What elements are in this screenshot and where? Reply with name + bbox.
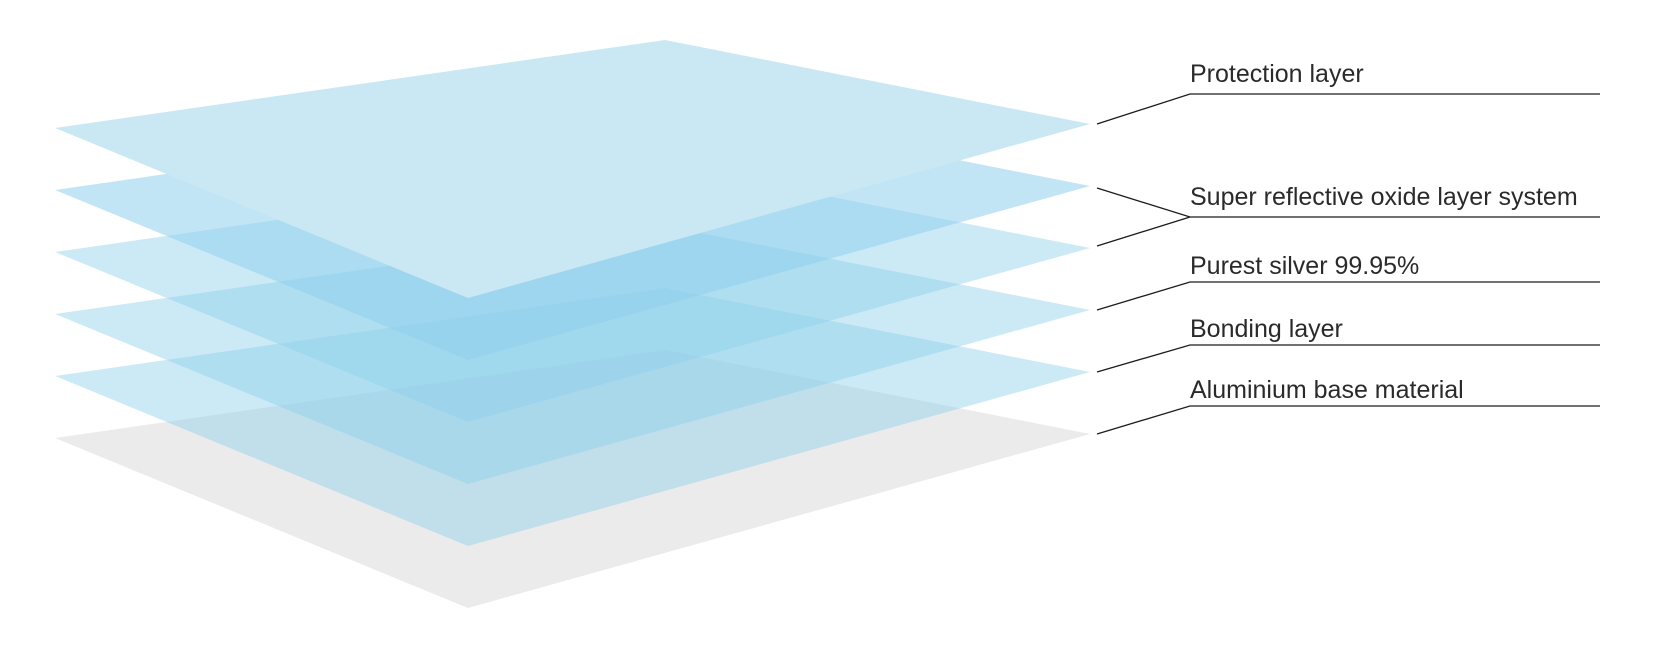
leader-aluminium — [1096, 405, 1600, 435]
leader-silver — [1096, 281, 1600, 311]
leader-lines — [1096, 93, 1600, 435]
layer-sheets — [55, 40, 1090, 608]
sheet-bonding — [55, 288, 1090, 546]
label-purest-silver: Purest silver 99.95% — [1190, 252, 1419, 280]
layer-labels: Protection layer Super reflective oxide … — [1190, 60, 1578, 404]
sheet-protection — [55, 40, 1090, 298]
label-protection-layer: Protection layer — [1190, 60, 1364, 88]
leader-oxide-lower — [1096, 216, 1191, 247]
label-oxide-layer-system: Super reflective oxide layer system — [1190, 183, 1578, 211]
label-aluminium-base: Aluminium base material — [1190, 376, 1464, 404]
leader-bonding — [1096, 344, 1600, 373]
label-bonding-layer: Bonding layer — [1190, 315, 1343, 343]
sheet-aluminium — [55, 350, 1090, 608]
leader-protection — [1096, 93, 1600, 125]
